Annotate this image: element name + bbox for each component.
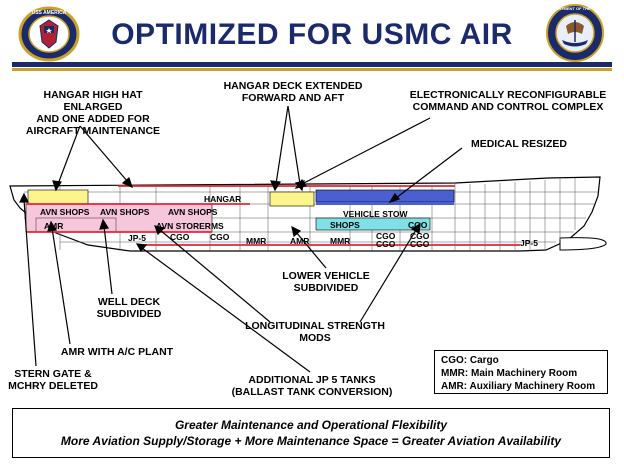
high-hat-aft	[27, 189, 89, 205]
callout-c2-complex: ELECTRONICALLY RECONFIGURABLE COMMAND AN…	[409, 89, 607, 113]
label-hangar: HANGAR	[204, 194, 241, 204]
callout-arrows	[19, 105, 463, 373]
bow-bulb	[559, 237, 607, 251]
legend-box: CGO: Cargo MMR: Main Machinery Room AMR:…	[434, 350, 608, 394]
label-mmr-1: MMR	[246, 236, 266, 246]
label-cgo-1: CGO	[170, 232, 190, 242]
high-hat-fwd	[269, 191, 315, 207]
footer-box: Greater Maintenance and Operational Flex…	[12, 408, 610, 458]
label-mmr-2: MMR	[330, 236, 350, 246]
callout-lower-vehicle: LOWER VEHICLE SUBDIVIDED	[282, 270, 370, 294]
label-avn-shops-2: AVN SHOPS	[100, 207, 150, 217]
label-cgo-6: CGO	[376, 239, 396, 249]
label-cgo-4: CGO	[376, 231, 396, 241]
title-rule-navy	[12, 62, 612, 67]
label-jp5-fwd: JP-5	[520, 238, 538, 248]
callout-jp5-tanks: ADDITIONAL JP 5 TANKS (BALLAST TANK CONV…	[231, 374, 393, 398]
label-cgo-7: CGO	[410, 239, 430, 249]
legend-amr: AMR: Auxiliary Machinery Room	[441, 381, 596, 392]
right-seal-text: DEPARTMENT OF THE NAVY	[547, 6, 603, 11]
label-vehicle-stow: VEHICLE STOW	[343, 209, 409, 219]
legend-mmr: MMR: Main Machinery Room	[441, 368, 578, 379]
label-avn-storerms: AVN STORERMS	[156, 221, 224, 231]
title-rule-gold	[12, 68, 612, 71]
callout-amr-ac-plant: AMR WITH A/C PLANT	[60, 346, 174, 358]
uss-america-seal: USS AMERICA	[18, 6, 80, 62]
callout-hangar-high-hat: HANGAR HIGH HAT ENLARGED AND ONE ADDED F…	[25, 89, 161, 137]
longitudinal-strength-lines	[26, 185, 520, 246]
footer-line-2: More Aviation Supply/Storage + More Main…	[60, 434, 562, 448]
c2-complex-region	[315, 189, 455, 203]
callout-medical: MEDICAL RESIZED	[470, 138, 568, 150]
medical-region	[316, 202, 454, 205]
vehicle-stow-shops-region	[315, 217, 431, 231]
callout-longitudinal: LONGITUDINAL STRENGTH MODS	[245, 320, 385, 344]
label-amr-mid: AMR	[290, 236, 309, 246]
page-title: OPTIMIZED FOR USMC AIR	[111, 18, 513, 51]
legend-cgo: CGO: Cargo	[441, 355, 499, 366]
label-shops: SHOPS	[330, 220, 360, 230]
left-seal-text: USS AMERICA	[32, 10, 67, 16]
callout-well-deck: WELL DECK SUBDIVIDED	[96, 296, 162, 320]
callout-hangar-deck-extended: HANGAR DECK EXTENDED FORWARD AND AFT	[223, 80, 363, 104]
label-jp5-aft: JP-5	[128, 233, 146, 243]
label-avn-shops-3: AVN SHOPS	[168, 207, 218, 217]
label-cgo-2: CGO	[210, 232, 230, 242]
footer-line-1: Greater Maintenance and Operational Flex…	[174, 418, 448, 432]
label-cgo-5: CGO	[410, 231, 430, 241]
callout-stern-gate: STERN GATE & MCHRY DELETED	[8, 368, 98, 392]
label-avn-shops-1: AVN SHOPS	[40, 207, 90, 217]
department-of-navy-seal: DEPARTMENT OF THE NAVY	[546, 4, 604, 62]
